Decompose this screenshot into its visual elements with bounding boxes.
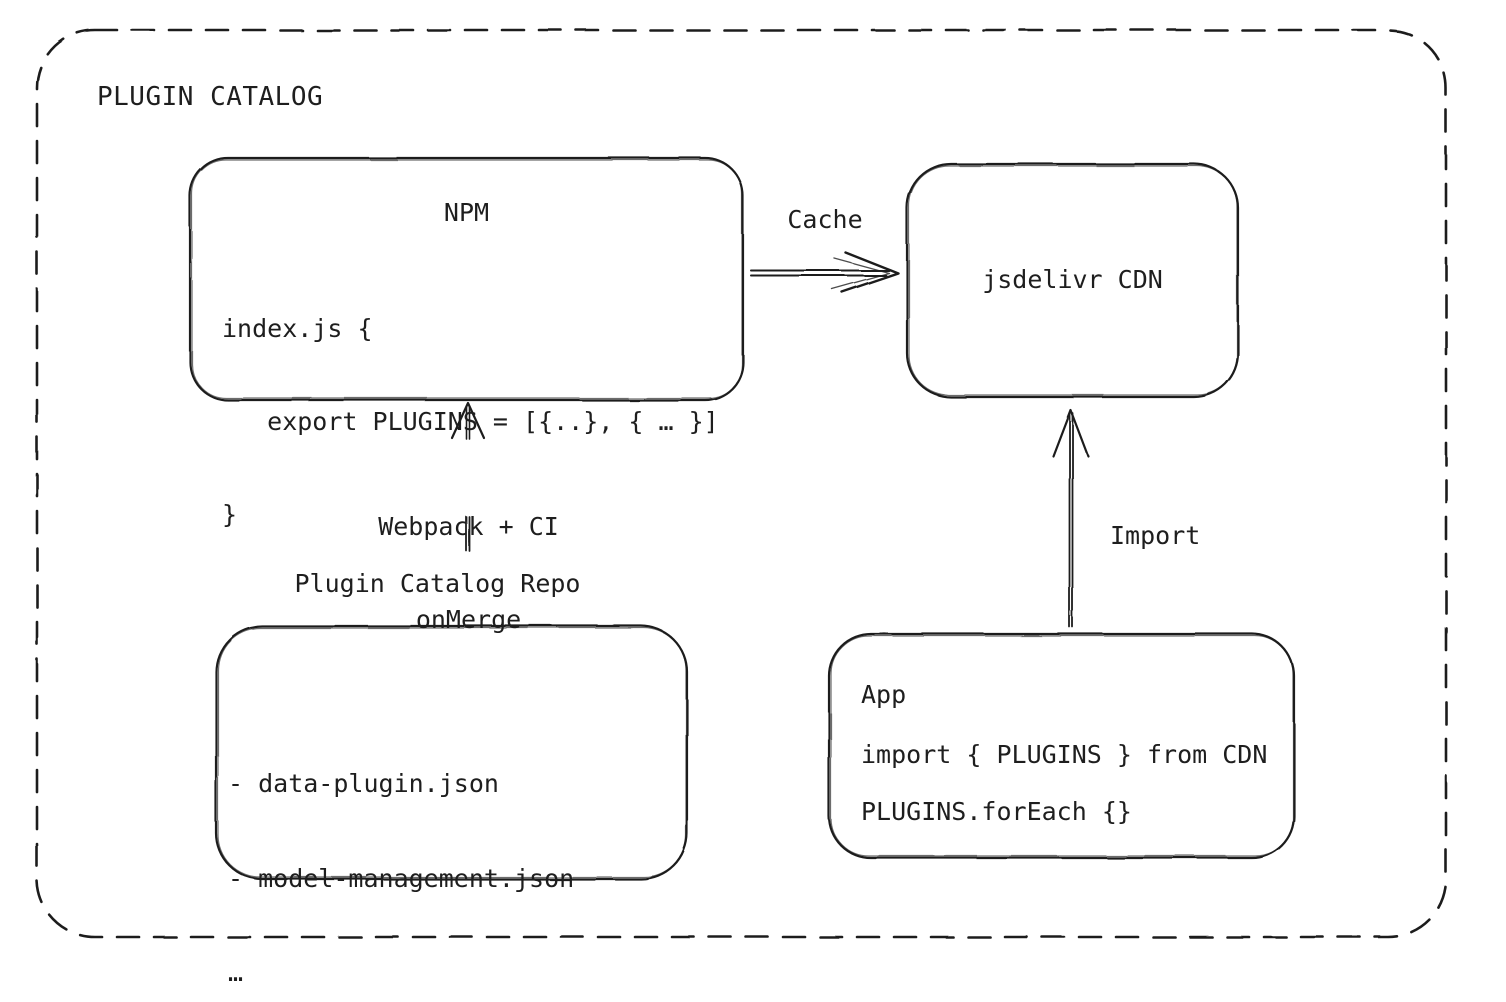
import-arrow-label: Import	[1110, 521, 1201, 550]
cdn-box-outline	[905, 162, 1240, 399]
app-box-outline	[827, 632, 1296, 860]
repo-file-item: - model-management.json	[228, 863, 575, 893]
app-code-line: PLUGINS.forEach {}	[861, 797, 1132, 826]
diagram-title: PLUGIN CATALOG	[97, 82, 324, 112]
npm-code-line: index.js {	[222, 314, 373, 343]
npm-code-line: export PLUGINS = [{..}, { … }]	[222, 407, 719, 436]
repo-node-label: Plugin Catalog Repo	[294, 569, 581, 598]
npm-node-title: NPM	[443, 198, 490, 227]
import-arrow	[1051, 408, 1090, 628]
repo-file-item: …	[228, 958, 244, 987]
repo-file-list: - data-plugin.json - model-management.js…	[228, 705, 574, 1002]
webpack-arrow	[450, 401, 486, 552]
webpack-arrow-label-line2: onMerge	[415, 605, 522, 634]
plugin-catalog-frame	[35, 28, 1448, 939]
webpack-arrow-label-line1: Webpack + CI	[378, 512, 559, 541]
npm-code-block: index.js { export PLUGINS = [{..}, { … }…	[222, 251, 719, 592]
app-node-title: App	[861, 680, 907, 709]
repo-file-item: - data-plugin.json	[228, 769, 499, 798]
repo-box-outline	[214, 624, 689, 881]
npm-code-line: }	[222, 500, 238, 529]
webpack-arrow-label: Webpack + CI onMerge	[318, 449, 619, 697]
cache-arrow-label: Cache	[787, 205, 863, 234]
app-code-line: import { PLUGINS } from CDN	[861, 740, 1268, 769]
npm-box-outline	[188, 156, 745, 402]
cache-arrow	[750, 250, 900, 294]
cdn-node-label: jsdelivr CDN	[982, 265, 1163, 294]
